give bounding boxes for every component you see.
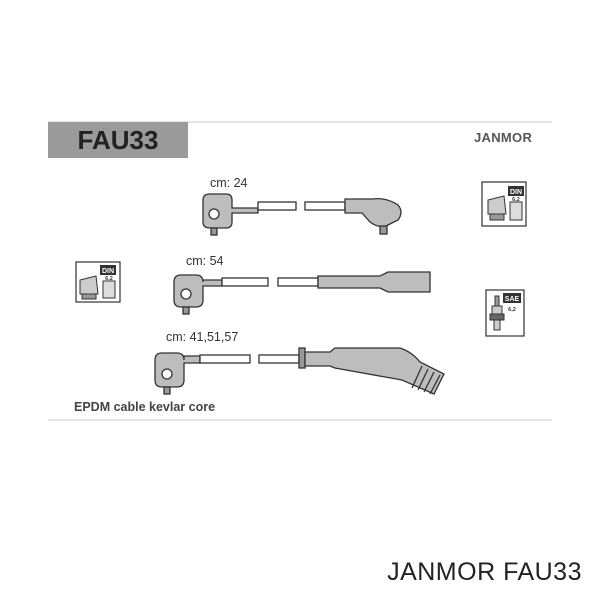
boot-left-angled (202, 193, 259, 229)
boot-collar (298, 347, 306, 369)
spark-plug-sae-icon: SAE 6,2 (485, 289, 525, 337)
svg-text:DIN: DIN (510, 189, 522, 196)
cable-3 (154, 347, 445, 395)
boot-terminal (379, 225, 388, 235)
distributor-din-icon: DIN 6,2 (75, 261, 121, 303)
wire-segment (221, 277, 269, 287)
cable-2 (173, 271, 431, 315)
part-code-box: FAU33 (48, 122, 188, 158)
cable-3-length-label: cm: 41,51,57 (166, 330, 239, 344)
svg-text:SAE: SAE (505, 296, 520, 303)
cable-1-length-label: cm: 24 (210, 176, 248, 190)
cable-2-length-label: cm: 54 (186, 254, 224, 268)
wire-segment (258, 354, 300, 364)
boot-left-angled (154, 352, 201, 388)
wire-segment (199, 354, 251, 364)
boot-terminal (182, 306, 190, 315)
cable-1 (202, 193, 402, 236)
svg-text:DIN: DIN (102, 268, 114, 275)
brand-label: JANMOR (474, 130, 533, 145)
boot-rib (411, 365, 423, 389)
boot-straight-angled (304, 347, 445, 395)
svg-text:6,2: 6,2 (105, 276, 113, 282)
boot-hole (208, 208, 220, 220)
boot-terminal (210, 227, 218, 236)
boot-hole (161, 368, 173, 380)
distributor-din-icon: DIN 6,2 (481, 181, 527, 227)
wire-segment (277, 277, 319, 287)
boot-left-angled (173, 274, 223, 308)
boot-terminal (163, 386, 171, 395)
boot-rib (423, 371, 435, 393)
product-caption: JANMOR FAU33 (387, 558, 582, 586)
svg-text:6,2: 6,2 (508, 307, 516, 313)
boot-rib (429, 374, 441, 395)
boot-right-angled (344, 197, 402, 228)
boot-hole (180, 288, 192, 300)
wire-segment (304, 201, 346, 211)
svg-text:6,2: 6,2 (512, 197, 520, 203)
boot-rib (417, 368, 429, 391)
wire-segment (257, 201, 297, 211)
spec-note: EPDM cable kevlar core (74, 400, 216, 414)
boot-straight (317, 271, 431, 293)
